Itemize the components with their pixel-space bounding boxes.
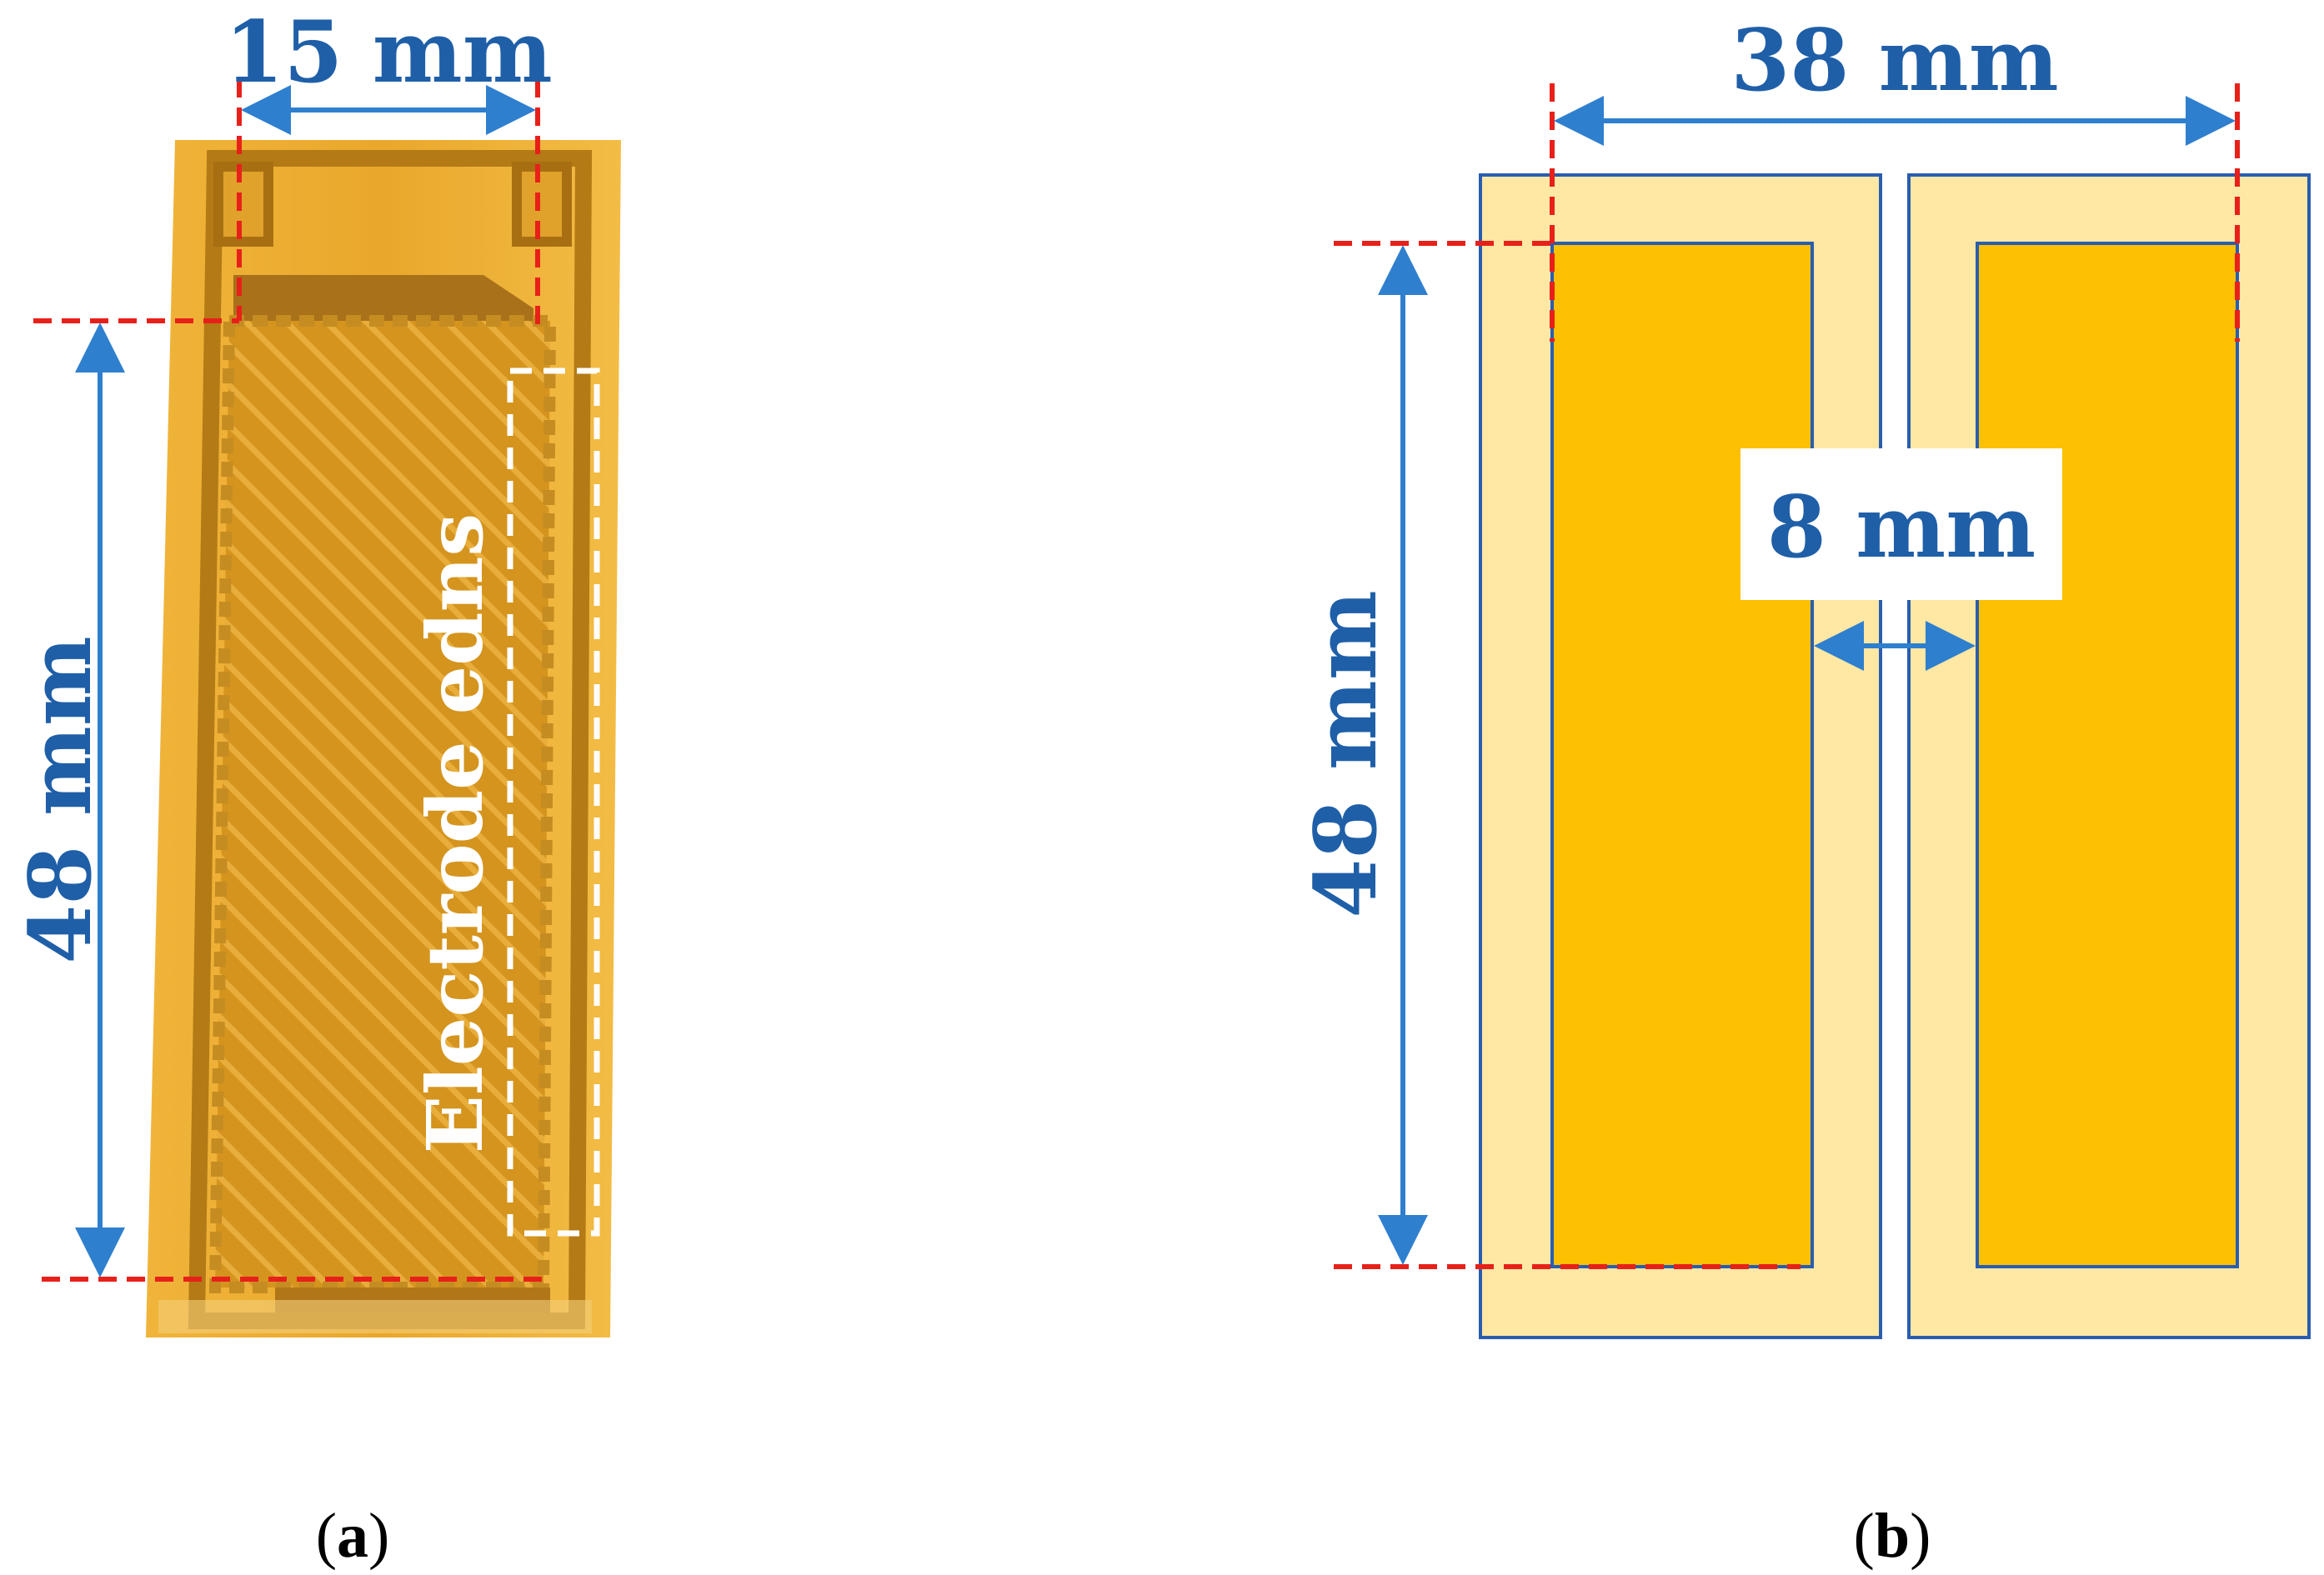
panel-a: Electrode edns 15 mm 48 mm	[11, 2, 621, 1338]
electrode-left	[1550, 242, 1814, 1268]
gap-label-box	[1740, 448, 2062, 600]
panel-b: 38 mm 48 mm 8 mm	[1296, 11, 2311, 1339]
b-height-dimension-label: 48 mm	[1296, 590, 1396, 918]
electrode-right	[1976, 242, 2239, 1268]
contact-pad-left	[213, 162, 273, 247]
width-dimension-label: 15 mm	[224, 2, 552, 102]
caption-b: (b)	[1854, 1501, 1931, 1571]
bus-bar	[233, 275, 533, 321]
contact-pad-right	[512, 162, 572, 247]
b-width-dimension-label: 38 mm	[1730, 11, 2058, 111]
substrate-edge-highlight	[158, 1300, 592, 1333]
caption-a: (a)	[316, 1501, 390, 1571]
gap-dimension-label: 8 mm	[1767, 478, 2036, 578]
height-dimension-label: 48 mm	[11, 636, 111, 963]
electrode-edges-box	[507, 368, 600, 1237]
electrode-edges-label: Electrode edns	[410, 513, 500, 1153]
